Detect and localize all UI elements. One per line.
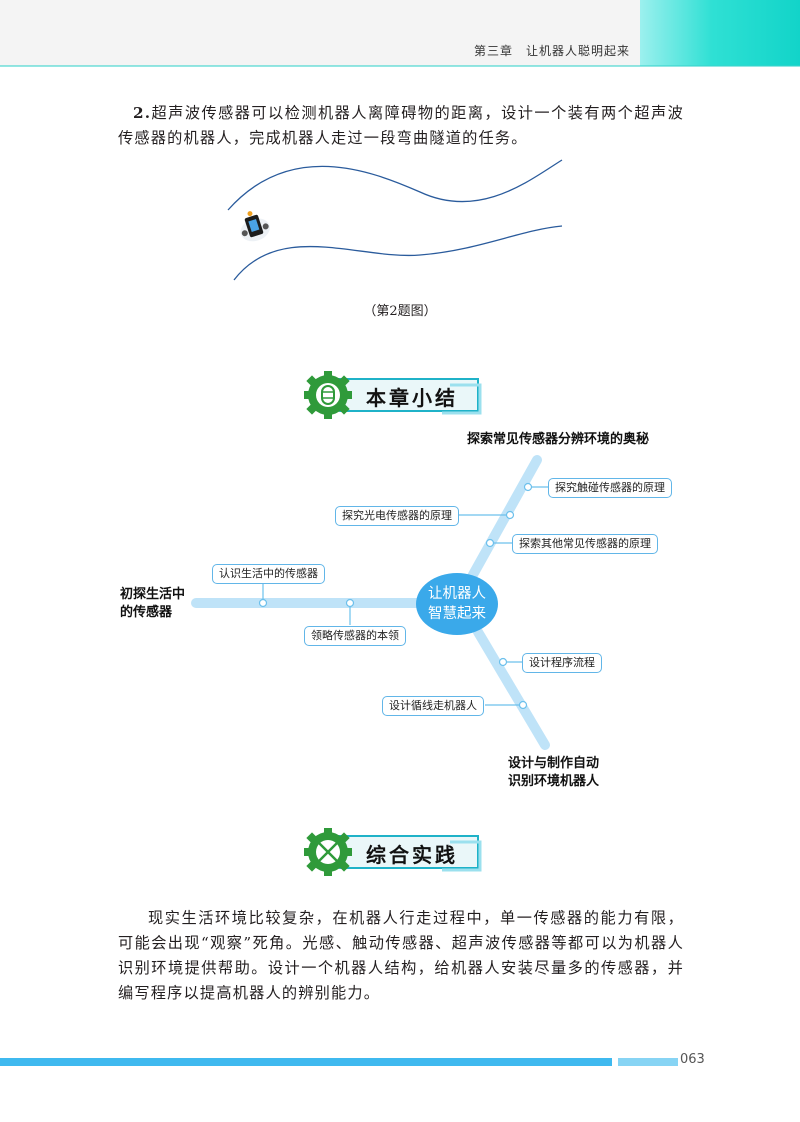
header-accent: [640, 0, 800, 66]
node-sensor-abilities: 领略传感器的本领: [304, 626, 406, 646]
mindmap-center-node: 让机器人智慧起来: [416, 573, 498, 635]
branch1-label: 初探生活中的传感器: [120, 586, 185, 622]
tunnel-illustration: [227, 159, 563, 281]
node-line-robot: 设计循线走机器人: [382, 696, 484, 716]
page-number: 063: [680, 1052, 705, 1067]
figure-caption: （第2题图）: [363, 304, 437, 319]
exercise-text: 2.超声波传感器可以检测机器人离障碍物的距离，设计一个装有两个超声波传感器的机器…: [118, 101, 684, 151]
branch3-label-line2: 识别环境机器人: [508, 774, 600, 789]
exercise-number: 2.: [133, 104, 152, 122]
chapter-header: 第三章 让机器人聪明起来: [473, 44, 630, 58]
tools-icon: [318, 842, 338, 862]
node-light-sensor: 探究光电传感器的原理: [335, 506, 459, 526]
footer-bar-accent: [618, 1058, 678, 1066]
exercise-body: 超声波传感器可以检测机器人离障碍物的距离，设计一个装有两个超声波传感器的机器人，…: [118, 104, 684, 147]
branch2-label: 探索常见传感器分辨环境的奥秘: [467, 432, 650, 447]
summary-title: 本章小结: [366, 386, 458, 410]
robot-icon: [240, 211, 270, 242]
tunnel-upper-wall: [227, 159, 563, 211]
footer-bar: [0, 1058, 612, 1066]
summary-banner: 本章小结: [300, 371, 482, 419]
practice-text: 现实生活环境比较复杂，在机器人行走过程中，单一传感器的能力有限，可能会出现“观察…: [118, 909, 684, 1002]
node-other-sensors: 探索其他常见传感器的原理: [512, 534, 658, 554]
node-recognize-sensors: 认识生活中的传感器: [212, 564, 325, 584]
gear-icon: [304, 371, 482, 419]
branch3-label: 设计与制作自动识别环境机器人: [508, 755, 599, 791]
tunnel-lower-wall: [233, 225, 563, 281]
node-touch-sensor: 探究触碰传感器的原理: [548, 478, 672, 498]
database-icon: [321, 385, 335, 405]
gear-icon: [304, 828, 482, 876]
practice-title: 综合实践: [366, 843, 458, 867]
node-program-flow: 设计程序流程: [522, 653, 602, 673]
branch1-label-line1: 初探生活中: [120, 587, 186, 602]
branch1-label-line2: 的传感器: [120, 605, 173, 620]
practice-banner: 综合实践: [300, 828, 482, 876]
center-line-2: 智慧起来: [428, 606, 486, 622]
header-divider: [0, 65, 800, 67]
center-line-1: 让机器人: [428, 586, 486, 602]
branch3-label-line1: 设计与制作自动: [508, 756, 600, 771]
